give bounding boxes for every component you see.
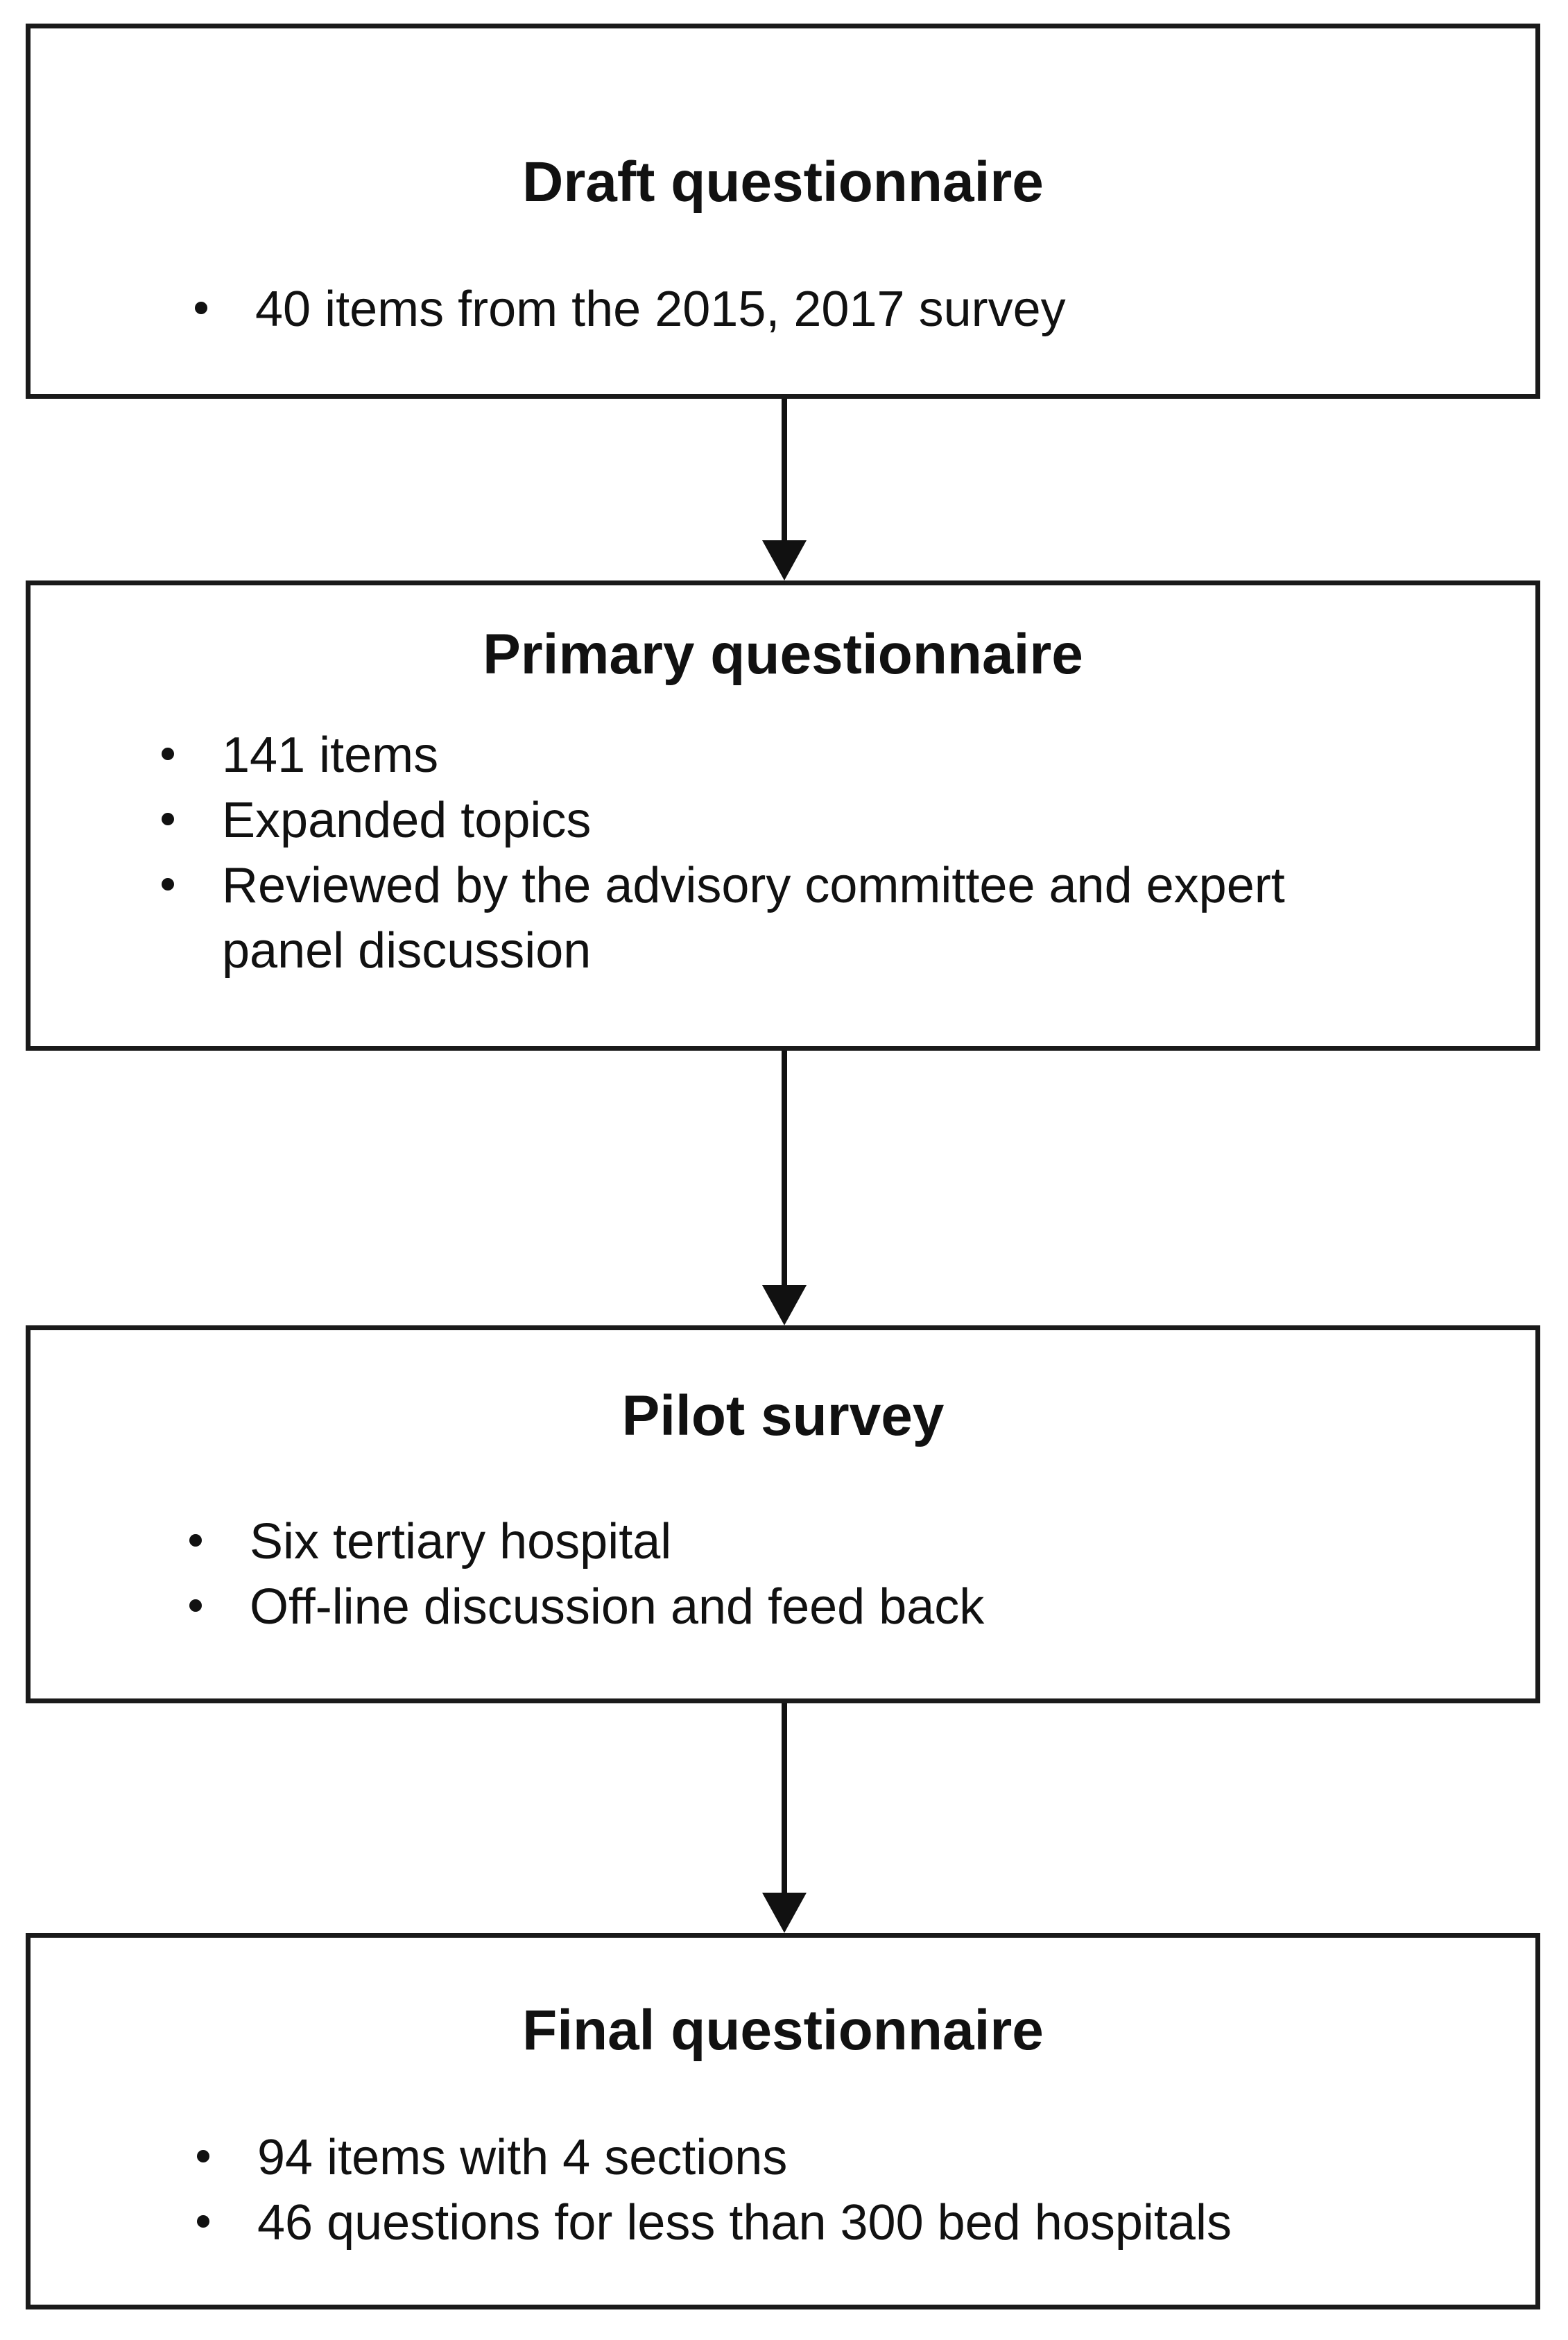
list-item: 94 items with 4 sections <box>197 2125 1232 2190</box>
list-item: Six tertiary hospital <box>189 1509 984 1574</box>
bullet-icon <box>197 2215 209 2228</box>
list-item: Off-line discussion and feed back <box>189 1574 984 1640</box>
flow-arrow-3 <box>759 1703 809 1937</box>
primary-questionnaire-box: Primary questionnaire 141 items Expanded… <box>26 580 1540 1051</box>
draft-questionnaire-title: Draft questionnaire <box>522 150 1044 214</box>
primary-questionnaire-title: Primary questionnaire <box>483 623 1083 686</box>
flow-arrow-1 <box>759 399 809 585</box>
draft-questionnaire-list: 40 items from the 2015, 2017 survey <box>195 277 1066 342</box>
flow-arrow-2 <box>759 1051 809 1330</box>
list-item: Reviewed by the advisory committee and e… <box>162 853 1285 918</box>
bullet-icon <box>197 2150 209 2162</box>
primary-questionnaire-list: 141 items Expanded topics Reviewed by th… <box>162 723 1285 983</box>
bullet-icon <box>162 813 174 825</box>
bullet-icon <box>195 302 207 314</box>
bullet-icon <box>189 1599 202 1612</box>
list-item: 40 items from the 2015, 2017 survey <box>195 277 1066 342</box>
list-item-continuation: panel discussion <box>222 923 592 979</box>
down-arrow-icon <box>762 1051 807 1325</box>
list-item: 141 items <box>162 723 1285 788</box>
list-item: 46 questions for less than 300 bed hospi… <box>197 2190 1232 2255</box>
pilot-survey-list: Six tertiary hospital Off-line discussio… <box>189 1509 984 1640</box>
bullet-icon <box>162 878 174 891</box>
bullet-icon <box>162 748 174 760</box>
list-item: Expanded topics <box>162 788 1285 853</box>
final-questionnaire-list: 94 items with 4 sections 46 questions fo… <box>197 2125 1232 2255</box>
pilot-survey-title: Pilot survey <box>621 1384 945 1447</box>
final-questionnaire-title: Final questionnaire <box>522 1999 1044 2062</box>
bullet-icon <box>189 1534 202 1547</box>
pilot-survey-box: Pilot survey Six tertiary hospital Off-l… <box>26 1325 1540 1703</box>
draft-questionnaire-box: Draft questionnaire 40 items from the 20… <box>26 24 1540 399</box>
down-arrow-icon <box>762 399 807 580</box>
final-questionnaire-box: Final questionnaire 94 items with 4 sect… <box>26 1933 1540 2309</box>
down-arrow-icon <box>762 1703 807 1933</box>
